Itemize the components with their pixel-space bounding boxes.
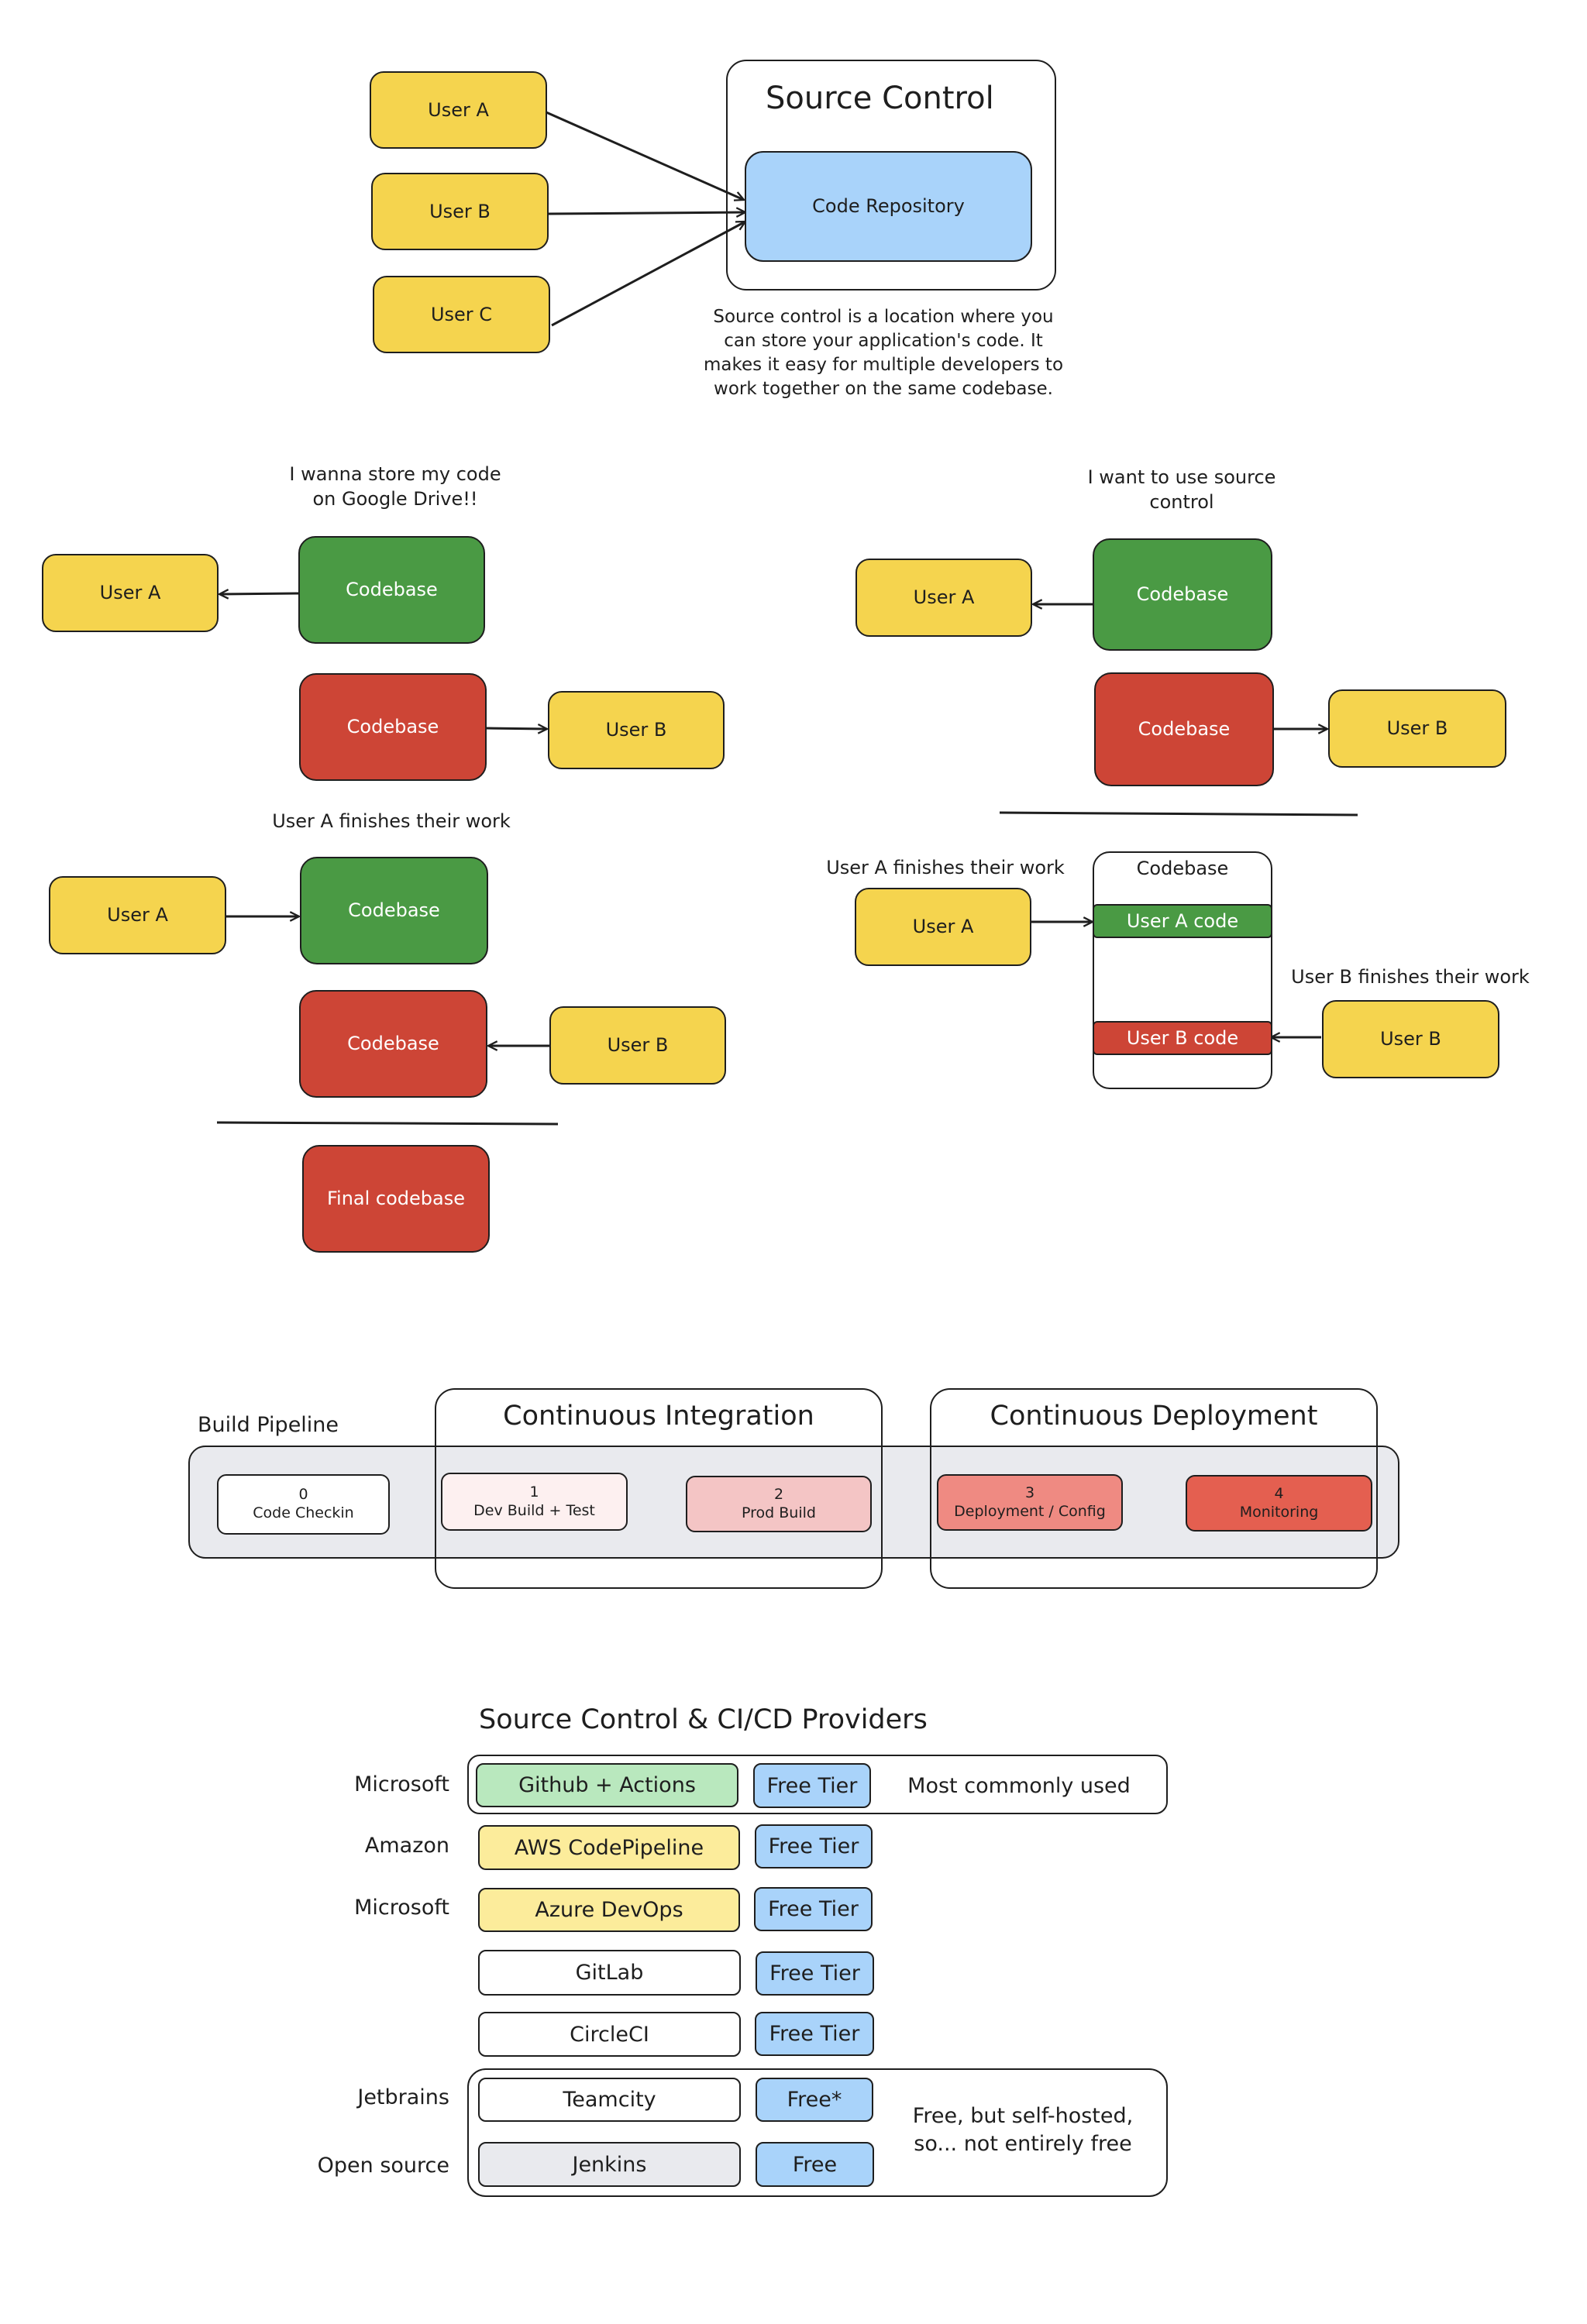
stage-name: Prod Build <box>742 1504 816 1521</box>
provider-teamcity: Teamcity <box>478 2078 741 2122</box>
drive-user-b: User B <box>548 691 725 769</box>
cd-title: Continuous Deployment <box>990 1401 1318 1432</box>
arrow-codebase-to-user-a <box>219 593 300 594</box>
tier-badge: Free* <box>756 2078 873 2122</box>
provider-aws-codepipeline: AWS CodePipeline <box>478 1825 740 1870</box>
stage-dev-build-test: 1 Dev Build + Test <box>441 1473 628 1531</box>
drive-codebase-2: Codebase <box>299 673 487 781</box>
provider-github-actions: Github + Actions <box>476 1763 738 1807</box>
drive-user-a: User A <box>42 554 219 632</box>
most-common-note: Most commonly used <box>907 1774 1131 1798</box>
provider-company: Microsoft <box>354 1772 449 1796</box>
arrow-user-a-to-repo <box>546 111 744 200</box>
drive-user-a-finished: User A <box>49 876 226 954</box>
divider-drive <box>216 1121 559 1126</box>
tier-badge: Free Tier <box>756 1951 874 1996</box>
provider-company: Open source <box>317 2154 449 2178</box>
stage-name: Monitoring <box>1239 1503 1319 1521</box>
github-group-frame <box>467 1755 1168 1814</box>
sc-user-a: User A <box>855 559 1032 637</box>
intro-user-b: User B <box>371 173 549 250</box>
sc-finish-a-caption: User A finishes their work <box>826 857 1065 878</box>
tier-badge: Free <box>756 2142 874 2187</box>
provider-company: Jetbrains <box>357 2085 449 2109</box>
cd-frame <box>930 1388 1378 1589</box>
sc-finish-b-caption: User B finishes their work <box>1291 966 1530 988</box>
provider-gitlab: GitLab <box>478 1950 741 1996</box>
sc-user-b-finished: User B <box>1322 1000 1499 1078</box>
selfhosted-note: Free, but self-hosted, so... not entirel… <box>912 2104 1134 2157</box>
provider-company: Amazon <box>364 1834 449 1858</box>
drive-codebase-1: Codebase <box>298 536 485 644</box>
sc-caption: I want to use source control <box>1087 466 1276 514</box>
stage-code-checkin: 0 Code Checkin <box>217 1474 390 1535</box>
provider-azure-devops: Azure DevOps <box>478 1888 740 1932</box>
sc-shared-codebase-title: Codebase <box>1136 858 1229 879</box>
tier-badge: Free Tier <box>754 1887 873 1931</box>
intro-user-a: User A <box>370 71 547 149</box>
sc-user-b: User B <box>1328 689 1506 768</box>
drive-codebase-3: Codebase <box>300 857 488 964</box>
drive-user-b-finished: User B <box>549 1006 726 1085</box>
sc-user-a-finished: User A <box>855 888 1031 966</box>
drive-finish-caption: User A finishes their work <box>272 810 511 832</box>
stage-number: 1 <box>529 1483 539 1501</box>
arrow-codebase-to-user-b <box>486 728 547 729</box>
intro-user-c: User C <box>373 276 550 353</box>
tier-badge: Free Tier <box>755 1824 873 1868</box>
sc-user-b-code: User B code <box>1093 1021 1272 1055</box>
sc-user-a-code: User A code <box>1093 904 1272 938</box>
provider-company: Microsoft <box>354 1896 449 1920</box>
provider-jenkins: Jenkins <box>478 2142 741 2187</box>
source-control-title: Source Control <box>766 81 994 116</box>
stage-prod-build: 2 Prod Build <box>686 1476 872 1532</box>
source-control-frame <box>726 60 1056 290</box>
sc-shared-codebase-frame <box>1093 851 1272 1089</box>
stage-name: Dev Build + Test <box>473 1501 595 1519</box>
arrow-user-c-to-repo <box>551 220 745 327</box>
code-repository-box: Code Repository <box>745 151 1032 262</box>
stage-name: Deployment / Config <box>954 1502 1106 1520</box>
sc-codebase-1: Codebase <box>1093 538 1272 651</box>
stage-name: Code Checkin <box>253 1504 354 1521</box>
divider-sc <box>999 811 1358 816</box>
tier-badge: Free Tier <box>755 2012 874 2056</box>
selfhosted-group-frame <box>467 2068 1168 2197</box>
stage-number: 0 <box>298 1486 308 1504</box>
source-control-description: Source control is a location where you c… <box>703 307 1064 400</box>
provider-circleci: CircleCI <box>478 2012 741 2057</box>
providers-title: Source Control & CI/CD Providers <box>479 1704 928 1735</box>
arrow-user-b-to-repo <box>548 212 745 214</box>
ci-frame <box>435 1388 883 1589</box>
drive-caption: I wanna store my code on Google Drive!! <box>289 463 501 511</box>
stage-monitoring: 4 Monitoring <box>1186 1475 1372 1532</box>
build-pipeline-label: Build Pipeline <box>198 1413 339 1437</box>
sc-codebase-2: Codebase <box>1094 672 1274 786</box>
stage-deployment-config: 3 Deployment / Config <box>937 1474 1123 1531</box>
tier-badge: Free Tier <box>753 1763 871 1808</box>
ci-title: Continuous Integration <box>503 1401 814 1432</box>
stage-number: 2 <box>773 1485 784 1503</box>
drive-codebase-4: Codebase <box>299 990 487 1098</box>
drive-final-codebase: Final codebase <box>302 1145 490 1253</box>
stage-number: 3 <box>1024 1483 1035 1501</box>
stage-number: 4 <box>1274 1484 1284 1502</box>
